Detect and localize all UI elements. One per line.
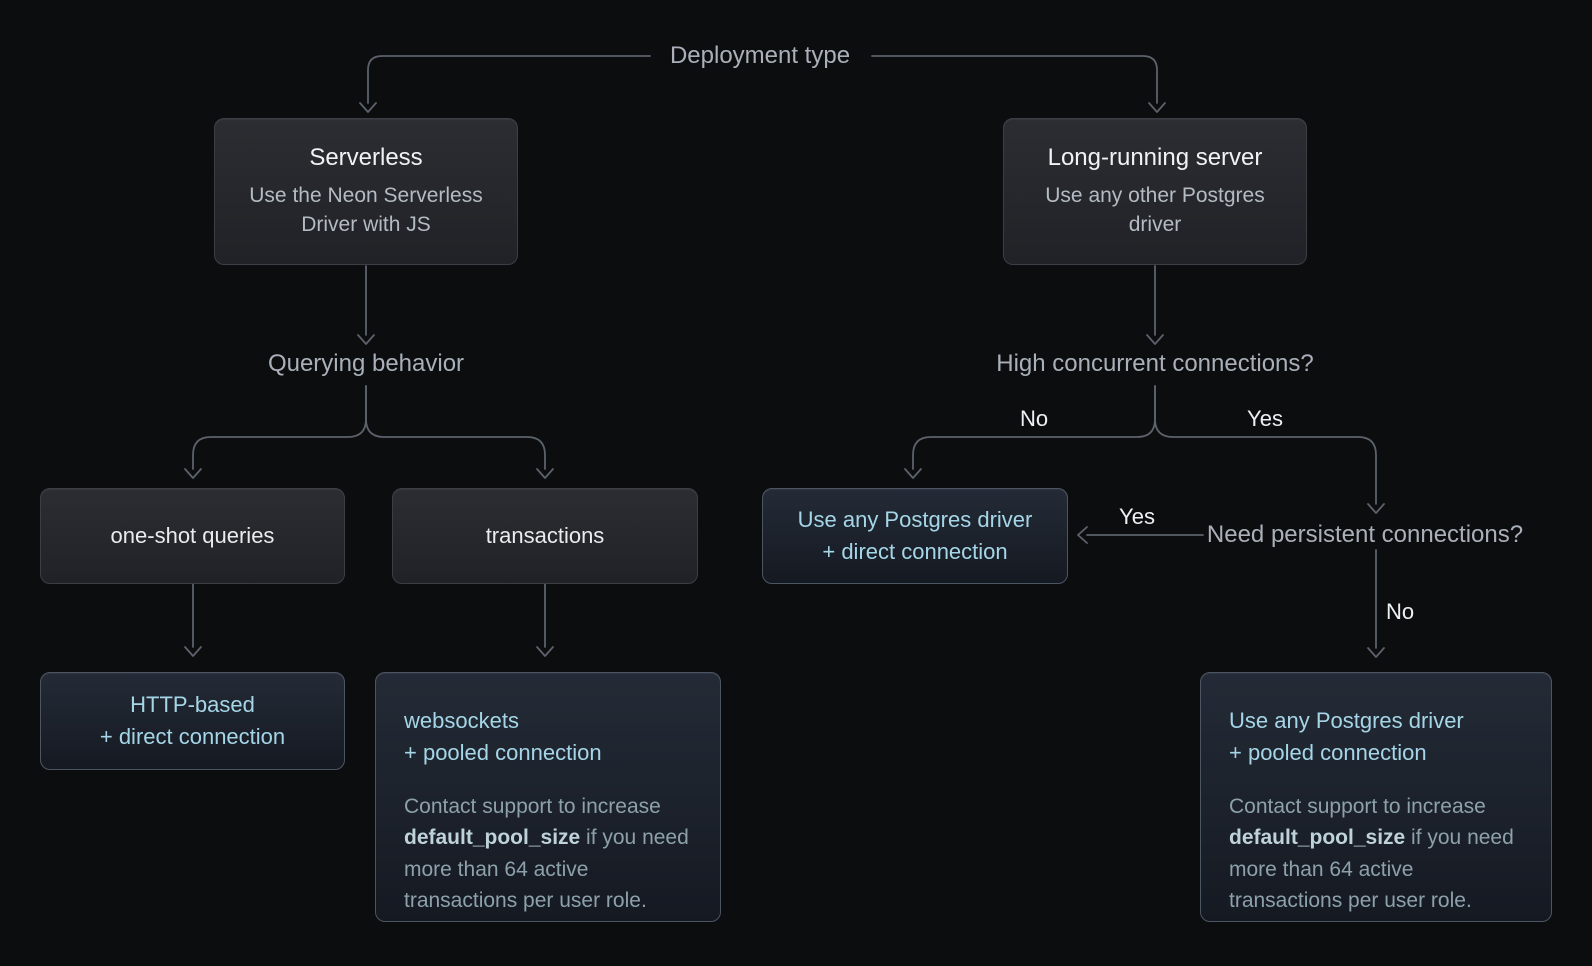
node-transactions-label: transactions: [485, 523, 605, 548]
high-concurrent-label: High concurrent connections?: [996, 350, 1314, 377]
edge-root-to-longrunning: [871, 55, 1158, 104]
node-http-based-line1: HTTP-based: [130, 692, 255, 718]
node-websockets-line1: websockets: [404, 708, 519, 733]
arrowhead-oneshot: [184, 468, 202, 479]
node-pooled-driver-line1: Use any Postgres driver: [1229, 708, 1464, 733]
node-serverless: Serverless Use the Neon Serverless Drive…: [214, 118, 518, 265]
arrowhead-serverless: [359, 102, 377, 113]
edge-root-to-serverless: [367, 55, 651, 104]
node-websockets-line2: + pooled connection: [404, 739, 602, 765]
querying-behavior-label: Querying behavior: [267, 350, 465, 377]
arrowhead-http: [184, 646, 202, 657]
node-pooled-driver-line2: + pooled connection: [1229, 739, 1427, 765]
need-persistent-label: Need persistent connections?: [1206, 521, 1524, 548]
edge-label-yes-right: Yes: [1247, 406, 1283, 431]
arrowhead-websockets: [536, 646, 554, 657]
node-long-running: Long-running server Use any other Postgr…: [1003, 118, 1307, 265]
edge-label-yes-to-direct: Yes: [1119, 504, 1155, 529]
arrowhead-transactions: [536, 468, 554, 479]
node-pooled-driver: Use any Postgres driver + pooled connect…: [1200, 672, 1552, 922]
node-websockets-note: Contact support to increase default_pool…: [404, 794, 689, 913]
node-pooled-driver-note: Contact support to increase default_pool…: [1229, 794, 1514, 913]
node-one-shot-queries: one-shot queries: [40, 488, 345, 584]
arrowhead-querying: [357, 334, 375, 345]
edge-concurrent-no: [912, 385, 1156, 470]
node-http-based-line2: + direct connection: [99, 724, 286, 749]
edge-label-no-left: No: [1019, 406, 1049, 431]
node-direct-driver-line1: Use any Postgres driver: [797, 507, 1033, 533]
edge-label-no-down: No: [1385, 599, 1415, 624]
arrowhead-longrunning: [1148, 102, 1166, 113]
node-serverless-title: Serverless: [309, 144, 423, 172]
arrowhead-pooled: [1367, 647, 1385, 658]
node-direct-driver-line2: + direct connection: [822, 539, 1008, 564]
node-long-running-title: Long-running server: [1047, 144, 1263, 172]
arrowhead-concurrent: [1146, 334, 1164, 345]
node-direct-driver: Use any Postgres driver + direct connect…: [762, 488, 1068, 584]
edge-querying-to-oneshot: [192, 385, 367, 470]
arrowhead-persistent-yes: [1077, 526, 1088, 544]
pool-size-code: default_pool_size: [1229, 826, 1406, 850]
arrowhead-direct-driver: [904, 468, 922, 479]
node-websockets: websockets + pooled connection Contact s…: [375, 672, 721, 922]
node-transactions: transactions: [392, 488, 698, 584]
edge-querying-to-transactions: [365, 385, 546, 470]
edge-concurrent-yes: [1154, 385, 1377, 505]
arrowhead-persistent: [1367, 503, 1385, 514]
root-label: Deployment type: [669, 42, 851, 69]
node-serverless-subtitle: Use the Neon Serverless Driver with JS: [249, 184, 483, 236]
node-one-shot-queries-label: one-shot queries: [110, 523, 275, 548]
node-long-running-subtitle: Use any other Postgres driver: [1045, 184, 1265, 236]
node-http-based: HTTP-based + direct connection: [40, 672, 345, 770]
pool-size-code: default_pool_size: [404, 826, 581, 850]
